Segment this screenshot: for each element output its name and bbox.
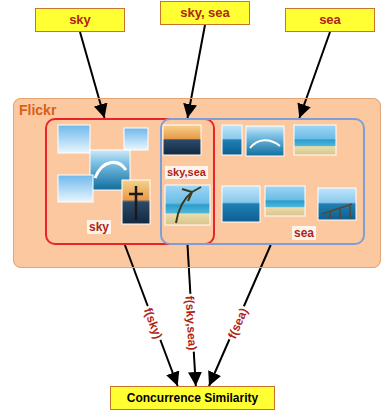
- edge-label: f(sky): [140, 304, 166, 343]
- node-label: sky,sea: [165, 166, 208, 179]
- node-label: Flickr: [19, 102, 56, 119]
- edge-label: f(sky,sea): [182, 293, 200, 352]
- result-box: Concurrence Similarity: [110, 386, 275, 410]
- keyword-box: sky, sea: [160, 1, 250, 25]
- arrow-connector: [125, 245, 178, 386]
- arrow-connector: [209, 245, 271, 386]
- arrow-connector: [188, 25, 206, 118]
- arrow-connector: [80, 32, 105, 118]
- edge-label-holder: f(sky,sea): [181, 293, 202, 352]
- photo-site-panel: Flickr sky sky,sea sea: [13, 98, 381, 268]
- node-label: sea: [292, 226, 316, 240]
- tag-region: sky: [45, 118, 215, 245]
- node-label: sea: [319, 12, 341, 28]
- node-label: sky: [69, 12, 91, 28]
- node-label: Concurrence Similarity: [127, 391, 258, 405]
- node-label: sky, sea: [180, 5, 230, 21]
- node-label: sky: [87, 220, 111, 234]
- edge-label-holder: f(sky): [139, 303, 168, 343]
- edge-label-holder: f(sea): [221, 302, 252, 342]
- tag-region: sea: [160, 118, 365, 245]
- keyword-box: sky: [35, 8, 125, 32]
- keyword-box: sea: [285, 8, 375, 32]
- arrow-connector: [299, 32, 330, 118]
- edge-label: f(sea): [224, 304, 252, 343]
- overlap-region: sky,sea: [160, 118, 215, 245]
